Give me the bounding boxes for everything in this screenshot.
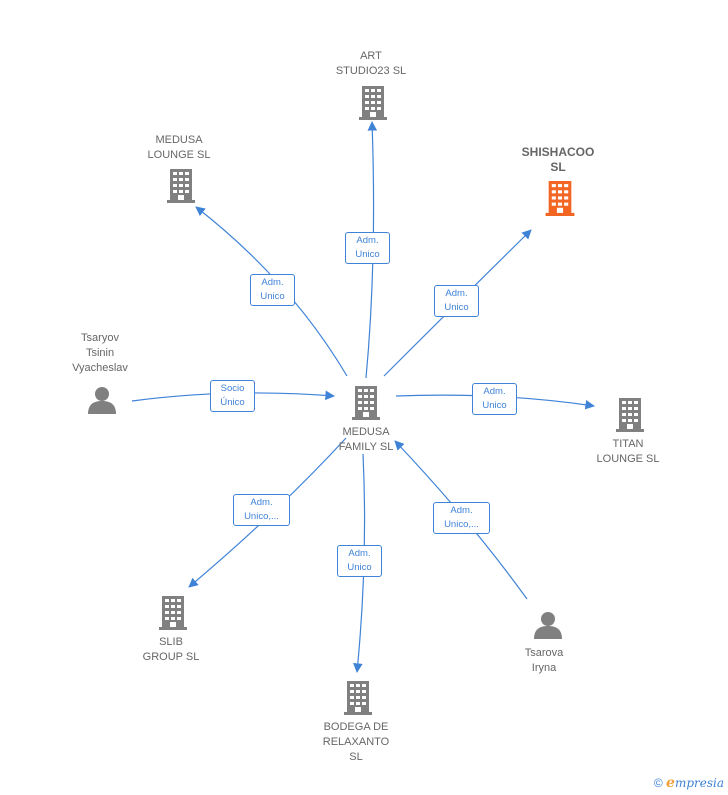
art-studio-building-icon[interactable] <box>359 86 387 120</box>
medusa-lounge-building-icon[interactable] <box>167 169 195 203</box>
shishacoo-node-label[interactable]: SHISHACOO SL <box>521 145 595 174</box>
tsarova-node-label[interactable]: Tsarova Iryna <box>524 647 564 674</box>
tsaryov-person-icon[interactable] <box>88 387 116 414</box>
edge-label-slib[interactable]: Adm. Unico,... <box>233 494 290 526</box>
titan-building-icon[interactable] <box>616 398 644 432</box>
bodega-building-icon[interactable] <box>344 681 372 715</box>
copyright-icon: © <box>653 776 663 790</box>
edge-label-bodega[interactable]: Adm. Unico <box>337 545 382 577</box>
medusa-lounge-node-label[interactable]: MEDUSA LOUNGE SL <box>147 134 211 161</box>
shishacoo-building-icon[interactable] <box>545 181 575 216</box>
brand-logo-initial: e <box>666 775 675 791</box>
edge-label-shishacoo[interactable]: Adm. Unico <box>434 285 479 317</box>
tsaryov-node-label[interactable]: Tsaryov Tsinin Vyacheslav <box>72 332 128 374</box>
edge-label-tsarova[interactable]: Adm. Unico,... <box>433 502 490 534</box>
edge-label-art-studio[interactable]: Adm. Unico <box>345 232 390 264</box>
edge-label-tsaryov[interactable]: Socio Único <box>210 380 255 412</box>
art-studio-node-label[interactable]: ART STUDIO23 SL <box>335 50 407 77</box>
edge-label-medusa-lounge[interactable]: Adm. Unico <box>250 274 295 306</box>
center-node-label[interactable]: MEDUSA FAMILY SL <box>338 426 394 453</box>
brand-footer: © empresia <box>654 775 724 791</box>
center-building-icon[interactable] <box>352 386 380 420</box>
slib-building-icon[interactable] <box>159 596 187 630</box>
tsarova-person-icon[interactable] <box>534 612 562 639</box>
edge-label-titan[interactable]: Adm. Unico <box>472 383 517 415</box>
slib-node-label[interactable]: SLIB GROUP SL <box>142 636 200 663</box>
brand-logo-text: mpresia <box>674 776 724 790</box>
bodega-node-label[interactable]: BODEGA DE RELAXANTO SL <box>322 721 390 763</box>
titan-node-label[interactable]: TITAN LOUNGE SL <box>596 438 660 465</box>
